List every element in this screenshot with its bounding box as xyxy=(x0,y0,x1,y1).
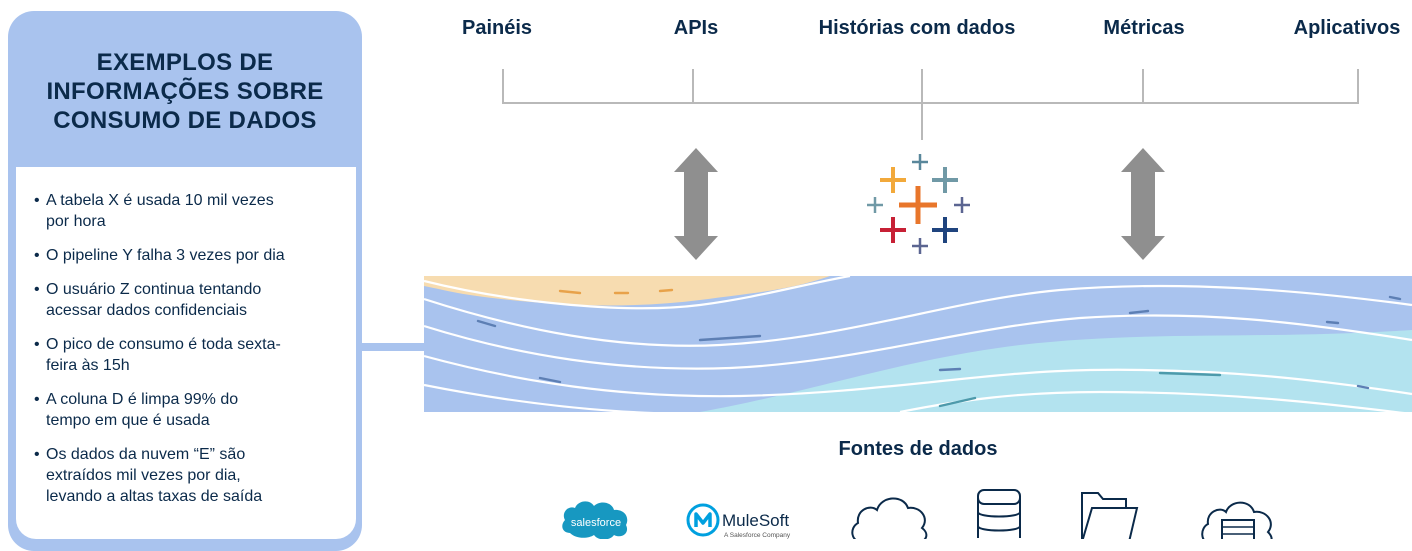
insight-line: Os dados da nuvem “E” são xyxy=(46,446,246,463)
double-arrow-left xyxy=(674,148,718,260)
diagram-canvas xyxy=(424,69,1412,412)
insight-item: A coluna D é limpa 99% do tempo em que é… xyxy=(34,389,344,431)
insight-line: por hora xyxy=(46,213,106,230)
insight-line: acessar dados confidenciais xyxy=(46,302,248,319)
output-label-apps: Aplicativos xyxy=(1293,17,1401,39)
bracket-line xyxy=(502,69,1359,104)
tableau-logo-icon xyxy=(867,154,970,254)
insight-line: A tabela X é usada 10 mil vezes xyxy=(46,192,274,209)
insight-item: O pipeline Y falha 3 vezes por dia xyxy=(34,245,344,266)
panel-title-line: INFORMAÇÕES SOBRE xyxy=(46,78,324,105)
insight-line: feira às 15h xyxy=(46,357,130,374)
insight-line: O pico de consumo é toda sexta- xyxy=(46,336,281,353)
output-label-dashboards: Painéis xyxy=(461,17,533,39)
insight-line: levando a altas taxas de saída xyxy=(46,488,263,505)
insight-line: A coluna D é limpa 99% do xyxy=(46,391,239,408)
mulesoft-subtext: A Salesforce Company xyxy=(724,532,791,539)
insight-item: O usuário Z continua tentando acessar da… xyxy=(34,279,344,321)
insight-line: O pipeline Y falha 3 vezes por dia xyxy=(46,247,285,264)
panel-title-line: EXEMPLOS DE xyxy=(96,49,274,76)
insight-item: A tabela X é usada 10 mil vezes por hora xyxy=(34,190,344,232)
output-label-apis: APIs xyxy=(673,17,719,39)
salesforce-text: salesforce xyxy=(571,517,621,529)
insight-item: Os dados da nuvem “E” são extraídos mil … xyxy=(34,444,344,507)
database-icon xyxy=(975,488,1023,539)
mulesoft-text: MuleSoft xyxy=(722,511,789,530)
double-arrow-right xyxy=(1121,148,1165,260)
data-sources-label: Fontes de dados xyxy=(838,438,998,460)
panel-title-line: CONSUMO DE DADOS xyxy=(53,107,317,134)
output-bracket xyxy=(502,69,1359,140)
insight-item: O pico de consumo é toda sexta- feira às… xyxy=(34,334,344,376)
panel-title: EXEMPLOS DE INFORMAÇÕES SOBRE CONSUMO DE… xyxy=(8,48,362,135)
output-label-metrics: Métricas xyxy=(1103,17,1185,39)
cloud-server-icon xyxy=(1198,496,1278,545)
salesforce-logo-icon: salesforce xyxy=(560,495,632,540)
insight-line: tempo em que é usada xyxy=(46,412,210,429)
output-label-data-stories: Histórias com dados xyxy=(818,17,1016,39)
insights-list: A tabela X é usada 10 mil vezes por hora… xyxy=(34,190,344,520)
data-flow-waves xyxy=(424,276,1412,412)
insight-line: O usuário Z continua tentando xyxy=(46,281,262,298)
panel-connector xyxy=(356,343,428,351)
mulesoft-logo-icon: MuleSoft A Salesforce Company xyxy=(686,502,826,539)
insight-line: extraídos mil vezes por dia, xyxy=(46,467,241,484)
cloud-icon xyxy=(848,490,932,543)
folder-icon xyxy=(1080,490,1140,543)
